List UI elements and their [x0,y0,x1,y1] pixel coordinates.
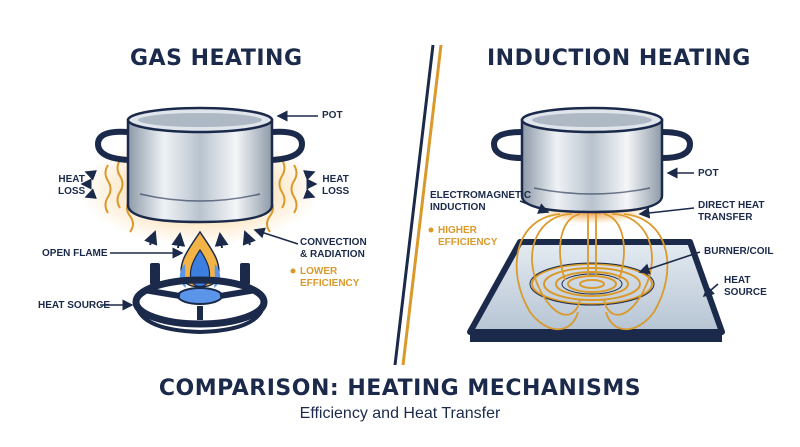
open-flame-label: OPEN FLAME [42,248,108,259]
induction-heating-title: INDUCTION HEATING [487,46,751,71]
burner-coil-label: BURNER/COIL [704,246,774,257]
gas-heat-loss-left-label: HEAT LOSS [58,174,86,197]
gas-label-pointers [80,110,318,311]
convection-arrows [144,230,256,249]
burner-coil-outline [529,262,655,306]
induction-pot-label: POT [698,168,719,179]
burner-coil [531,263,653,305]
comparison-title: COMPARISON: HEATING MECHANISMS [158,376,642,401]
induction-label-pointers [519,167,719,298]
induction-pot [490,106,694,214]
comparison-subtitle: Efficiency and Heat Transfer [299,405,501,422]
higher-efficiency-bullet [428,227,434,233]
direct-heat-transfer-label: DIRECT HEAT TRANSFER [698,200,765,223]
gas-burner [132,263,268,335]
gas-pot [94,106,306,224]
electromagnetic-induction-label: ELECTROMAGNETIC INDUCTION [430,190,532,213]
higher-efficiency-label: HIGHER EFFICIENCY [438,225,498,248]
gas-heat-loss-right-label: HEAT LOSS [322,174,350,197]
lower-efficiency-bullet [290,268,296,274]
gas-heat-source-label: HEAT SOURCE [38,300,111,311]
lower-efficiency-label: LOWER EFFICIENCY [300,266,360,289]
gas-pot-label: POT [322,110,343,121]
induction-heat-source-label: HEAT SOURCE [724,275,767,298]
gas-heating-title: GAS HEATING [130,46,303,71]
convection-radiation-label: CONVECTION & RADIATION [300,237,367,260]
gas-heating-illustration [80,106,320,335]
induction-heating-illustration [428,106,725,342]
center-divider [393,44,443,366]
